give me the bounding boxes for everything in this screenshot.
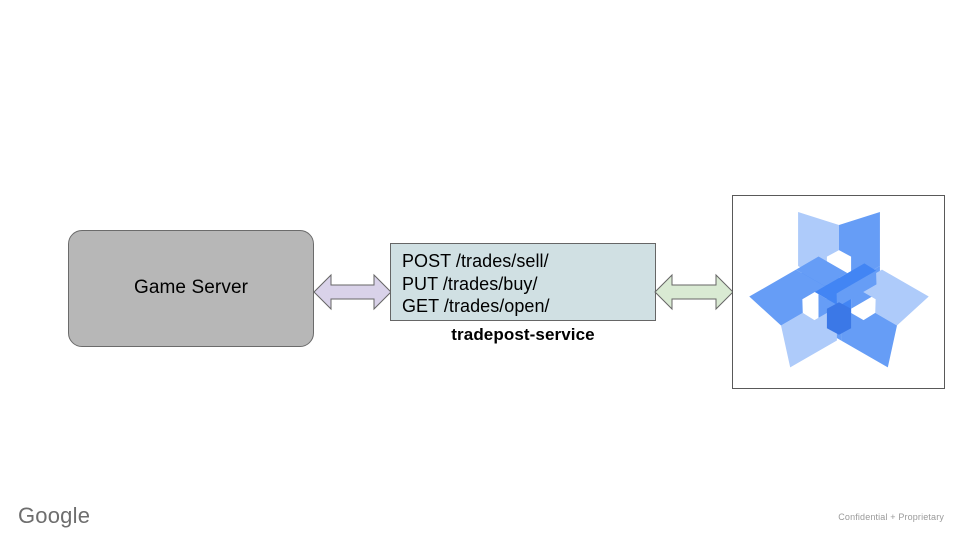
- node-tradepost-service-caption: tradepost-service: [451, 325, 595, 344]
- cloud-spanner-icon: [748, 212, 929, 368]
- double-headed-arrow-shape: [313, 273, 392, 311]
- double-headed-arrow-shape: [654, 273, 734, 311]
- endpoint-put-trades-buy: PUT /trades/buy/: [402, 273, 538, 294]
- connector-service-to-spanner[interactable]: [654, 268, 734, 316]
- node-game-server[interactable]: Game Server: [68, 230, 314, 347]
- node-spanner-database[interactable]: [732, 195, 945, 389]
- spanner-arm-bottom-right: [748, 256, 876, 368]
- spanner-center-hub: [826, 302, 851, 335]
- confidentiality-note: Confidential + Proprietary: [838, 512, 944, 522]
- connector-game-server-to-service[interactable]: [313, 268, 392, 316]
- endpoint-post-trades-sell: POST /trades/sell/: [402, 251, 549, 271]
- node-tradepost-service[interactable]: POST /trades/sell/ PUT /trades/buy/ GET …: [390, 243, 656, 321]
- google-wordmark: Google: [18, 503, 91, 528]
- node-game-server-label: Game Server: [133, 277, 249, 299]
- endpoint-get-trades-open: GET /trades/open/: [402, 296, 550, 316]
